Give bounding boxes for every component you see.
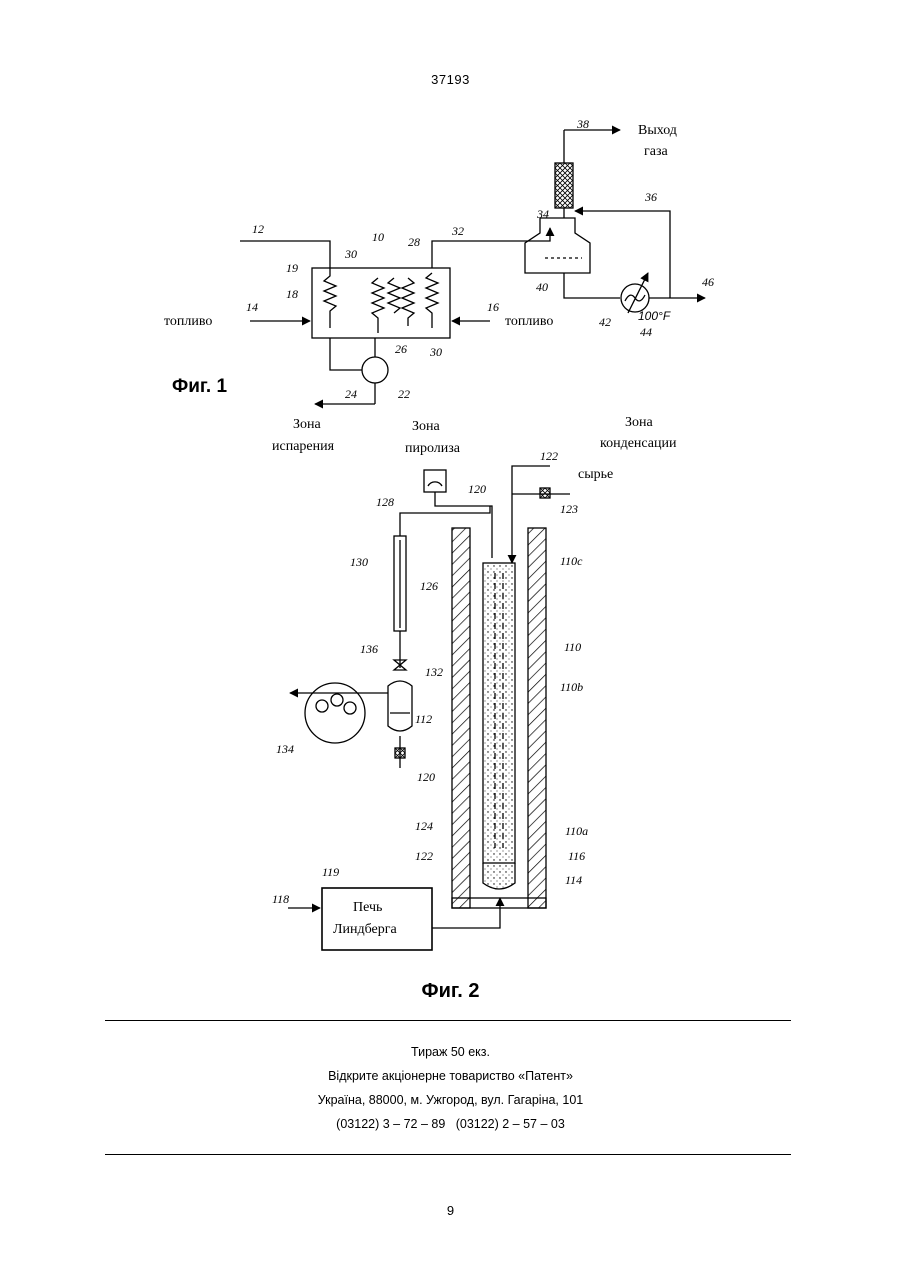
svg-text:118: 118 — [272, 892, 289, 906]
figure-2-caption: Фиг. 2 — [0, 980, 901, 1003]
lindberg-furnace-box — [322, 888, 432, 950]
svg-text:128: 128 — [376, 495, 394, 509]
svg-text:116: 116 — [568, 849, 585, 863]
svg-text:18: 18 — [286, 287, 298, 301]
svg-text:132: 132 — [425, 665, 443, 679]
svg-text:34: 34 — [536, 207, 549, 221]
svg-text:испарения: испарения — [272, 439, 335, 454]
svg-text:40: 40 — [536, 280, 548, 294]
svg-text:36: 36 — [644, 190, 657, 204]
svg-text:112: 112 — [415, 712, 432, 726]
imprint-phones: (03122) 3 – 72 – 89 (03122) 2 – 57 – 03 — [0, 1112, 901, 1136]
svg-text:44: 44 — [640, 325, 652, 339]
imprint-block: Тираж 50 екз. Відкрите акціонерне товари… — [0, 1040, 901, 1136]
zone-pyrolysis: Зона — [412, 419, 441, 434]
svg-text:110c: 110c — [560, 554, 583, 568]
footer-bottom-rule — [105, 1154, 791, 1155]
svg-text:130: 130 — [350, 555, 368, 569]
svg-text:газа: газа — [644, 144, 668, 159]
figure-1-labels: Выход газа топливо топливо 100°F Фиг. 1 … — [164, 117, 714, 456]
svg-text:28: 28 — [408, 235, 420, 249]
svg-text:26: 26 — [395, 342, 407, 356]
imprint-publisher: Відкрите акціонерне товариство «Патент» — [0, 1064, 901, 1088]
svg-text:120: 120 — [468, 482, 486, 496]
svg-text:30: 30 — [344, 247, 357, 261]
svg-text:Линдберга: Линдберга — [333, 922, 397, 937]
svg-text:136: 136 — [360, 642, 378, 656]
furnace-label: Печь — [353, 900, 382, 915]
svg-text:19: 19 — [286, 261, 298, 275]
zone-condensation: Зона — [625, 415, 654, 430]
svg-text:16: 16 — [487, 300, 499, 314]
figure-1-caption: Фиг. 1 — [172, 376, 227, 397]
svg-text:110a: 110a — [565, 824, 588, 838]
furnace-wall-right — [528, 528, 546, 908]
svg-text:пиролиза: пиролиза — [405, 441, 461, 456]
document-number: 37193 — [0, 72, 901, 87]
fuel-label-right: топливо — [505, 314, 553, 329]
feed-label: сырье — [578, 467, 613, 482]
svg-text:22: 22 — [398, 387, 410, 401]
svg-text:114: 114 — [565, 873, 582, 887]
svg-text:126: 126 — [420, 579, 438, 593]
patent-drawing: Выход газа топливо топливо 100°F Фиг. 1 … — [150, 108, 750, 978]
fuel-label-left: топливо — [164, 314, 212, 329]
svg-text:110b: 110b — [560, 680, 583, 694]
svg-text:конденсации: конденсации — [600, 436, 677, 451]
svg-text:122: 122 — [415, 849, 433, 863]
temperature-label: 100°F — [638, 309, 671, 323]
svg-text:123: 123 — [560, 502, 578, 516]
svg-text:119: 119 — [322, 865, 339, 879]
svg-text:38: 38 — [576, 117, 589, 131]
svg-text:46: 46 — [702, 275, 714, 289]
svg-text:122: 122 — [540, 449, 558, 463]
furnace-wall-left — [452, 528, 470, 908]
svg-text:134: 134 — [276, 742, 294, 756]
imprint-circulation: Тираж 50 екз. — [0, 1040, 901, 1064]
vessel-10 — [312, 268, 450, 338]
svg-text:14: 14 — [246, 300, 258, 314]
reactor-tube-110 — [483, 563, 515, 863]
coil-19 — [324, 268, 336, 328]
footer-top-rule — [105, 1020, 791, 1021]
svg-text:124: 124 — [415, 819, 433, 833]
gas-out-label: Выход — [638, 123, 677, 138]
svg-text:110: 110 — [564, 640, 581, 654]
svg-text:10: 10 — [372, 230, 384, 244]
figure-1 — [240, 130, 705, 404]
zone-evaporation: Зона — [293, 417, 322, 432]
svg-text:32: 32 — [451, 224, 464, 238]
svg-text:120: 120 — [417, 770, 435, 784]
page-number: 9 — [0, 1203, 901, 1218]
imprint-address: Україна, 88000, м. Ужгород, вул. Гагарін… — [0, 1088, 901, 1112]
svg-text:12: 12 — [252, 222, 264, 236]
svg-text:42: 42 — [599, 315, 611, 329]
svg-text:24: 24 — [345, 387, 357, 401]
ref-30b: 30 — [429, 345, 442, 359]
